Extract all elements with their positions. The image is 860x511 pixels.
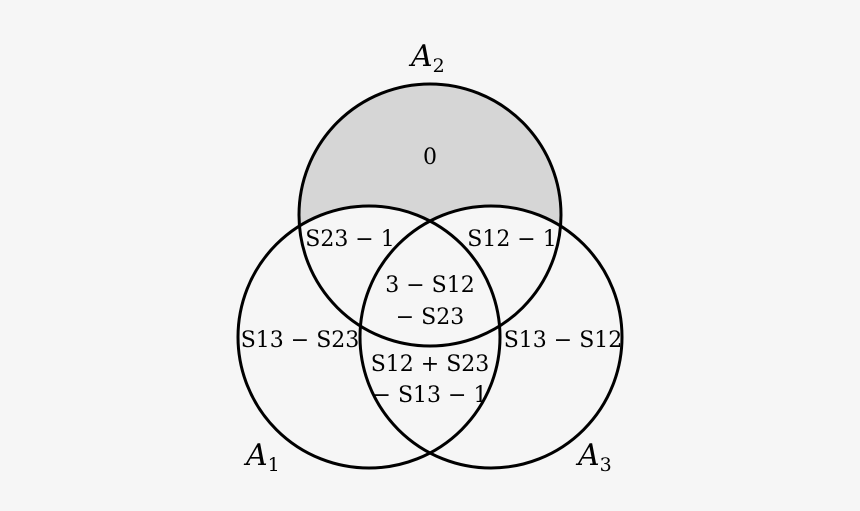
region-a2-a3-value: S12 − 1 bbox=[467, 227, 556, 252]
circle-a2 bbox=[297, 82, 563, 348]
region-a2-only-value: 0 bbox=[423, 145, 437, 170]
region-center-line1: 3 − S12 bbox=[385, 273, 474, 298]
region-a1-a2-value: S23 − 1 bbox=[305, 227, 394, 252]
region-a1-a3-line1: S12 + S23 bbox=[371, 352, 490, 377]
circle-a3 bbox=[358, 204, 624, 470]
set-label-a1: A1 bbox=[243, 438, 280, 476]
region-a1-a3-line2: − S13 − 1 bbox=[373, 383, 488, 408]
region-a1-only-value: S13 − S23 bbox=[241, 328, 360, 353]
region-a3-only-value: S13 − S12 bbox=[504, 328, 623, 353]
set-label-a2: A2 bbox=[408, 39, 445, 77]
circle-a1 bbox=[236, 204, 502, 470]
region-center-line2: − S23 bbox=[396, 305, 465, 330]
set-label-a3: A3 bbox=[575, 438, 612, 476]
